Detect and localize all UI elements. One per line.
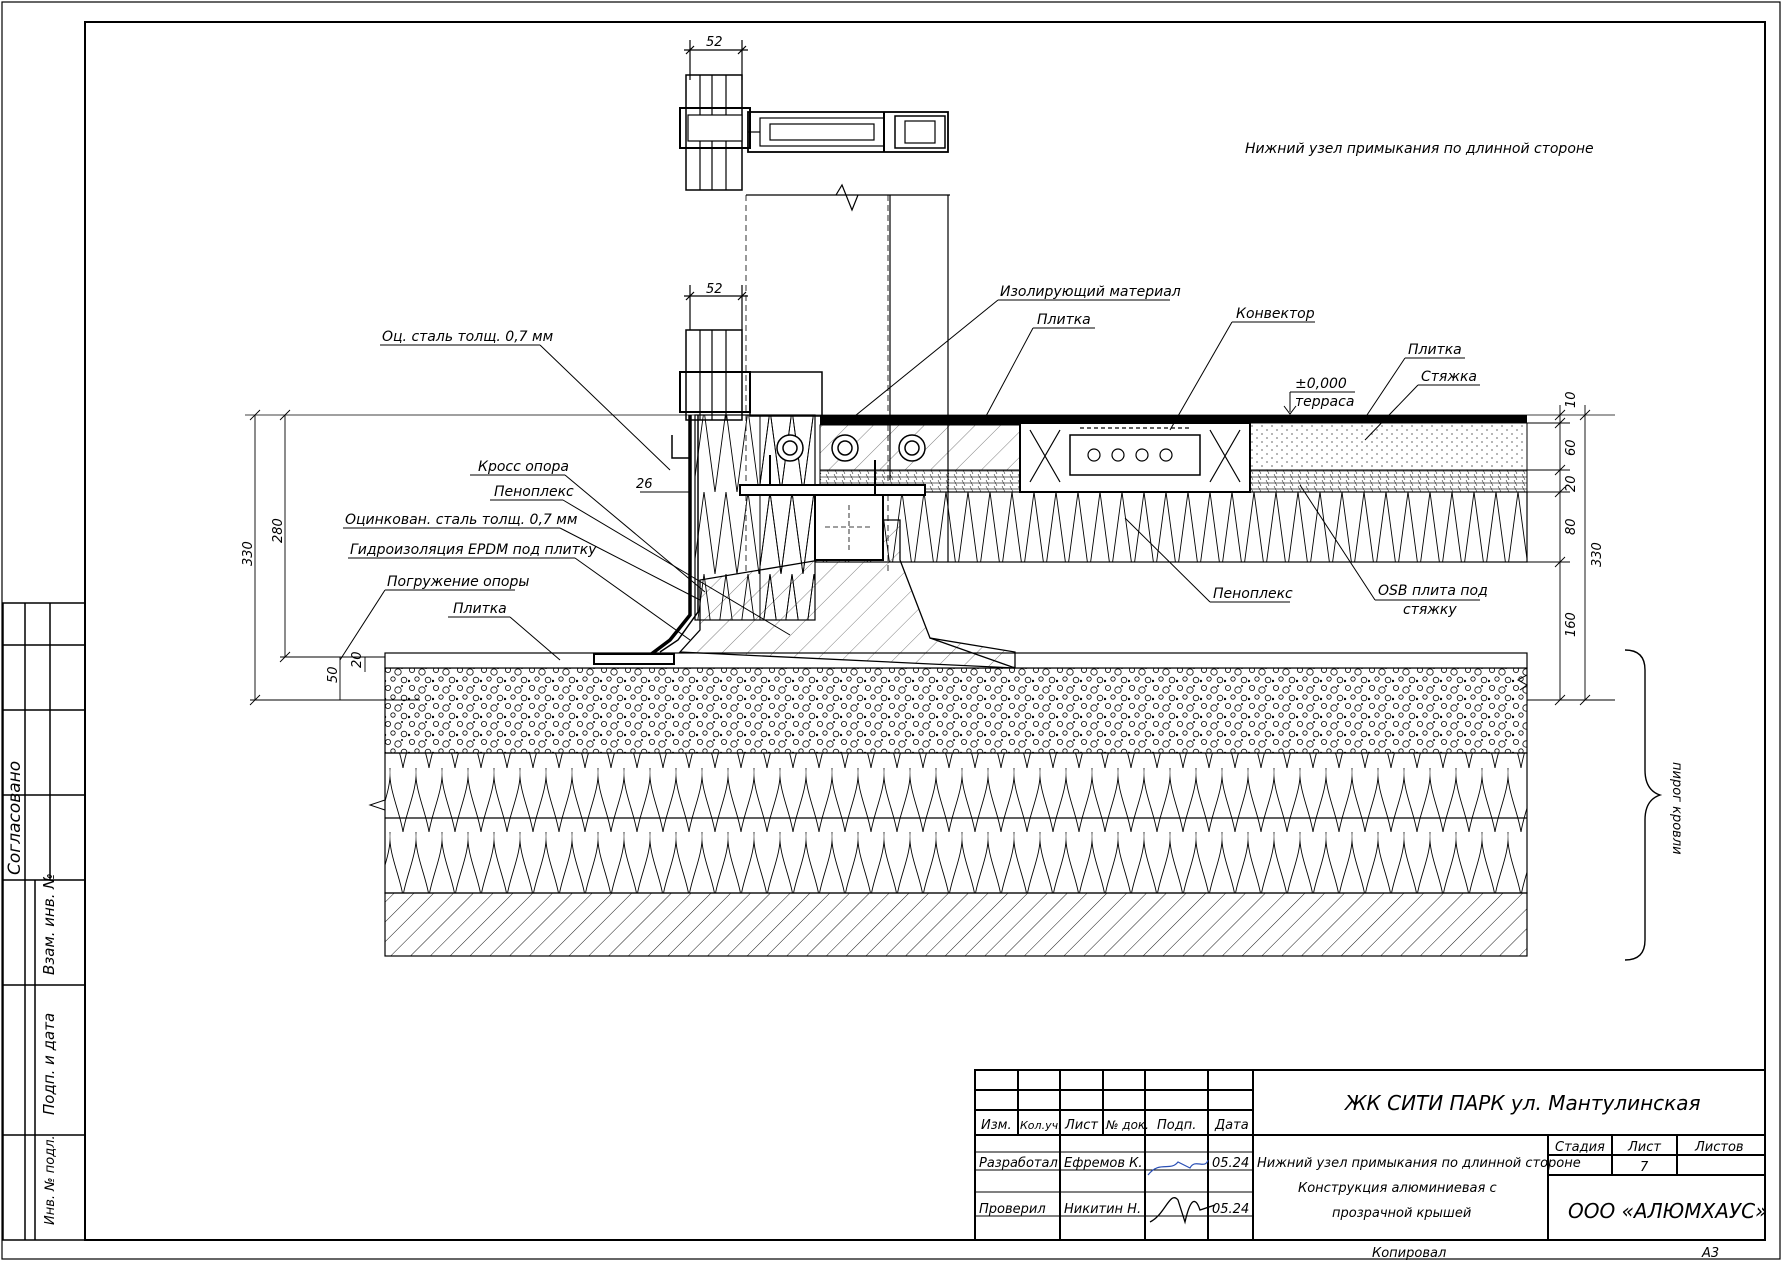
dim-330-left: 330 bbox=[241, 541, 256, 566]
gravel-layer bbox=[384, 667, 1528, 754]
callout-tile-right: Плитка bbox=[1408, 342, 1462, 358]
mineral-wool-layer bbox=[384, 752, 1528, 894]
callout-isolating: Изолирующий материал bbox=[1000, 284, 1181, 300]
dim-52-mid: 52 bbox=[706, 282, 723, 297]
dim-60: 60 bbox=[1564, 439, 1579, 456]
callout-screed: Стяжка bbox=[1421, 369, 1477, 385]
floor-top-tile-left bbox=[820, 415, 1020, 425]
callout-penoplex-left: Пеноплекс bbox=[494, 484, 574, 500]
floor-top-tile-right bbox=[1250, 415, 1527, 423]
callout-penoplex-right: Пеноплекс bbox=[1213, 586, 1293, 602]
col-list: Лист bbox=[1064, 1118, 1098, 1133]
col-ndoc: № док. bbox=[1105, 1118, 1149, 1132]
project-title: ЖК СИТИ ПАРК ул. Мантулинская bbox=[1343, 1091, 1701, 1115]
callout-level: ±0,000 bbox=[1295, 376, 1347, 392]
title-block-grid bbox=[974, 1069, 1766, 1241]
agreed-label: Согласовано bbox=[5, 761, 25, 875]
description-line2: Конструкция алюминиевая с bbox=[1298, 1181, 1497, 1196]
name-checked: Никитин Н. bbox=[1064, 1202, 1141, 1217]
col-podp: Подп. bbox=[1157, 1118, 1196, 1133]
dim-330-right: 330 bbox=[1590, 542, 1605, 567]
format-label: А3 bbox=[1701, 1246, 1719, 1261]
roof-pie-label: пирог кровли bbox=[1669, 762, 1684, 855]
callout-tile-bottom: Плитка bbox=[453, 601, 507, 617]
callout-osb-line1: OSB плита под bbox=[1378, 583, 1488, 599]
col-izm: Изм. bbox=[981, 1118, 1012, 1133]
steel-tube bbox=[814, 494, 884, 561]
role-developed: Разработал bbox=[979, 1156, 1058, 1171]
callout-tile-top: Плитка bbox=[1037, 312, 1091, 328]
copied-label: Копировал bbox=[1372, 1246, 1446, 1261]
inv-original-label: Инв. № подл. bbox=[43, 1135, 58, 1225]
dim-26: 26 bbox=[636, 477, 653, 492]
sheets-label: Листов bbox=[1694, 1140, 1744, 1155]
screed-right bbox=[1249, 422, 1528, 471]
top-profile-detail bbox=[679, 40, 950, 575]
sheet-label: Лист bbox=[1627, 1140, 1661, 1155]
penoplex-main bbox=[814, 491, 1528, 563]
leaders bbox=[339, 299, 1480, 661]
callout-support-depth: Погружение опоры bbox=[387, 574, 529, 590]
dim-50: 50 bbox=[326, 666, 341, 683]
date-checked: 05.24 bbox=[1212, 1202, 1249, 1217]
header-note: Нижний узел примыкания по длинной сторон… bbox=[1245, 141, 1594, 157]
role-checked: Проверил bbox=[979, 1202, 1046, 1217]
col-kol: Кол.уч. bbox=[1020, 1119, 1062, 1132]
date-developed: 05.24 bbox=[1212, 1156, 1249, 1171]
galvanized-steel-flashing bbox=[599, 415, 692, 662]
mid-profile bbox=[679, 285, 823, 421]
callout-terrace: терраса bbox=[1295, 394, 1354, 410]
dim-80: 80 bbox=[1564, 518, 1579, 535]
dim-280-left: 280 bbox=[271, 518, 286, 543]
callout-osb-line2: стяжку bbox=[1403, 602, 1457, 618]
side-stamp bbox=[2, 602, 86, 1241]
pipes bbox=[776, 434, 926, 462]
sign-date-label: Подп. и дата bbox=[40, 1013, 58, 1115]
left-dimensions bbox=[249, 409, 690, 706]
stage-label: Стадия bbox=[1555, 1140, 1605, 1155]
col-date: Дата bbox=[1214, 1118, 1249, 1133]
replacement-inv-label: Взам. инв. № bbox=[40, 873, 58, 975]
callout-galv-steel: Оц. сталь толщ. 0,7 мм bbox=[382, 329, 554, 345]
right-dimensions bbox=[1527, 405, 1615, 706]
name-developed: Ефремов К. bbox=[1064, 1156, 1143, 1171]
dim-10: 10 bbox=[1564, 391, 1579, 408]
callout-cross-support: Кросс опора bbox=[478, 459, 569, 475]
concrete-slab bbox=[384, 892, 1528, 957]
description-line1: Нижний узел примыкания по длинной сторон… bbox=[1257, 1156, 1581, 1171]
dim-20-left: 20 bbox=[350, 651, 365, 668]
callout-epdm: Гидроизоляция EPDM под плитку bbox=[350, 542, 597, 558]
signature-developer bbox=[1147, 1159, 1209, 1176]
sheet-number: 7 bbox=[1640, 1160, 1649, 1175]
description-line3: прозрачной крышей bbox=[1332, 1206, 1471, 1221]
dim-160: 160 bbox=[1564, 612, 1579, 637]
dim-20-right: 20 bbox=[1564, 475, 1579, 492]
roof-pie-brace bbox=[1624, 649, 1663, 961]
signature-checker bbox=[1149, 1197, 1216, 1225]
callout-convector: Конвектор bbox=[1236, 306, 1315, 322]
callout-galv-steel-2: Оцинкован. сталь толщ. 0,7 мм bbox=[345, 512, 578, 528]
dim-52-top: 52 bbox=[706, 35, 723, 50]
company-name: ООО «АЛЮМХАУС» bbox=[1568, 1199, 1767, 1223]
